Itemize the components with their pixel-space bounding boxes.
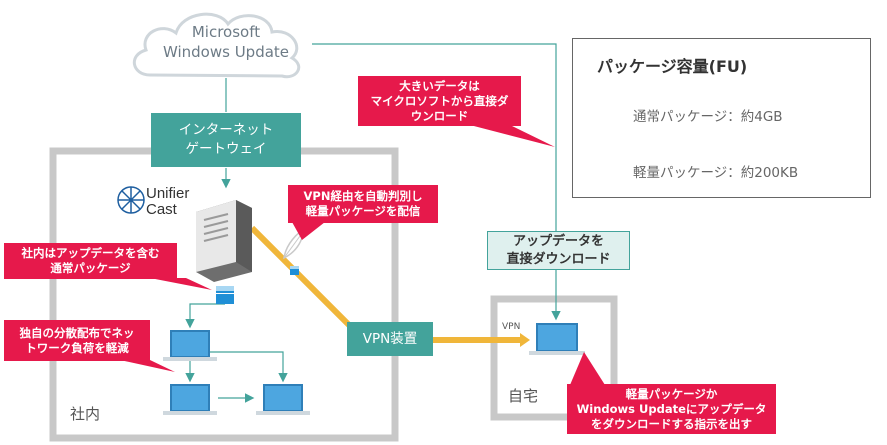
callout-light-instruction: 軽量パッケージか Windows Updateにアップデータ をダウンロードする…: [567, 384, 776, 434]
legend-box: パッケージ容量(FU) 通常パッケージ：約4GB 軽量パッケージ：約200KB: [572, 38, 871, 198]
callout-vpn-auto: VPN経由を自動判別し 軽量パッケージを配信: [288, 185, 438, 223]
direct-download-label: アップデータを 直接ダウンロード: [506, 233, 611, 267]
legend-normal-package: 通常パッケージ：約4GB: [633, 109, 783, 125]
legend-light-package: 軽量パッケージ：約200KB: [633, 165, 799, 181]
internet-gateway-label: インターネット ゲートウェイ: [178, 122, 274, 157]
connector-lines: [185, 43, 561, 403]
vpn-device-box: VPN装置: [347, 322, 433, 356]
laptop-icon: [163, 384, 217, 415]
home-zone: [490, 295, 618, 421]
direct-download-box: アップデータを 直接ダウンロード: [487, 231, 630, 270]
home-zone-label: 自宅: [508, 387, 539, 405]
cloud-icon: [133, 12, 301, 79]
office-zone-label: 社内: [70, 405, 101, 423]
package-icon: [216, 286, 234, 304]
laptop-icon: [256, 384, 310, 415]
legend-title: パッケージ容量(FU): [597, 57, 748, 76]
laptop-icon: [529, 323, 585, 355]
laptop-icon: [163, 330, 217, 361]
vpn-small-label: VPN: [502, 322, 521, 332]
unifier-logo-icon: [117, 186, 145, 214]
windows-update-label: Microsoft Windows Update: [162, 23, 290, 61]
server-icon: [196, 200, 252, 282]
package-icon: [290, 266, 299, 275]
callout-distributed: 独自の分散配布でネッ トワーク負荷を軽減: [4, 320, 150, 361]
vpn-line: [249, 225, 530, 347]
callout-office-normal: 社内はアップデータを含む 通常パッケージ: [4, 243, 177, 279]
callout-pointers: [120, 125, 605, 385]
unifier-cast-logo: Unifier Cast: [146, 185, 190, 218]
vpn-device-label: VPN装置: [362, 330, 418, 347]
internet-gateway-box: インターネット ゲートウェイ: [151, 113, 301, 167]
callout-large-data: 大きいデータは マイクロソフトから直接ダ ウンロード: [358, 76, 521, 126]
